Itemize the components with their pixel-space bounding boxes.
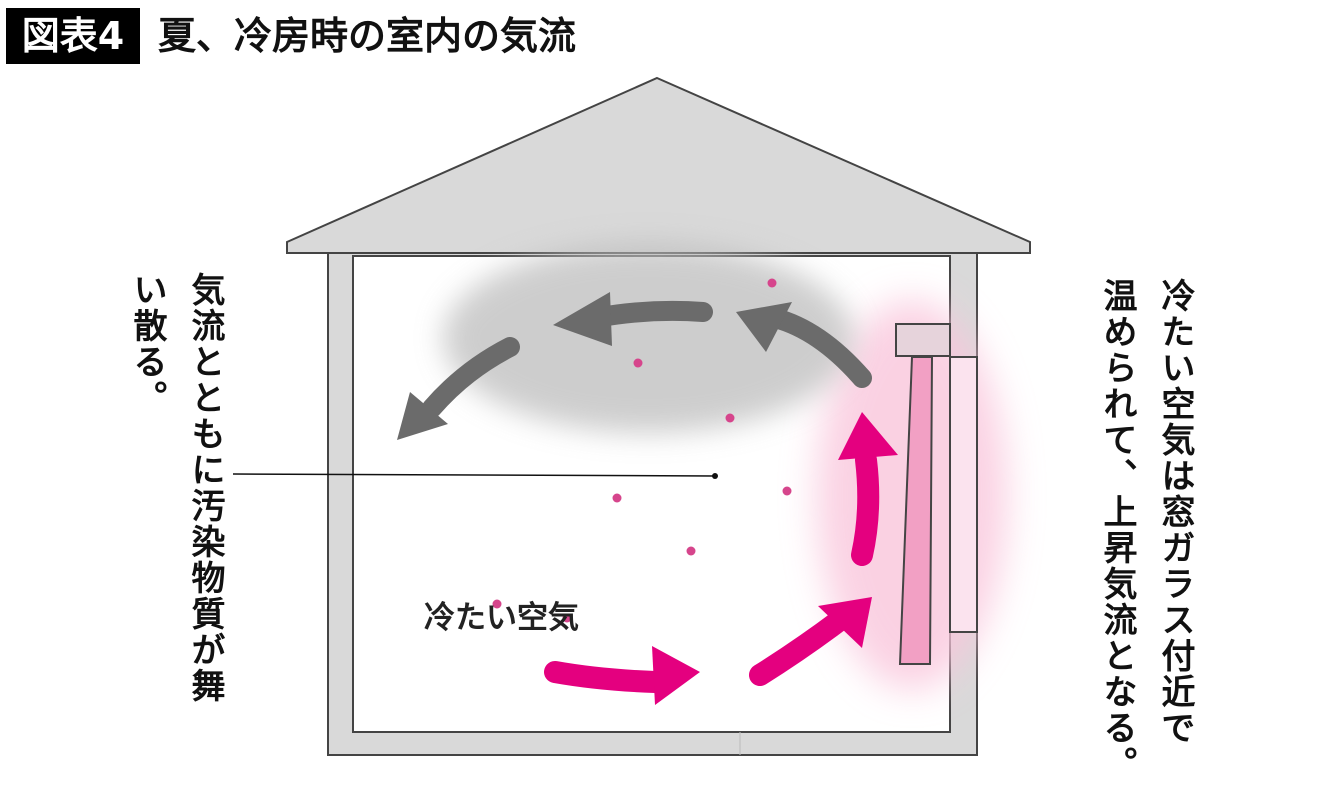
particle <box>492 599 502 609</box>
gray-arrowhead-3 <box>397 392 448 440</box>
leader-dot <box>712 473 718 479</box>
window-frame <box>949 356 978 633</box>
gray-arrow-2 <box>585 300 713 328</box>
pink-arrowheads <box>652 412 898 705</box>
pink-arrowhead-3 <box>838 412 898 460</box>
particle <box>562 613 572 623</box>
pink-arrowhead-2 <box>818 597 872 648</box>
gray-arrow-3 <box>422 337 520 418</box>
pink-arrow-1 <box>544 661 666 693</box>
pink-arrow-2 <box>749 609 851 686</box>
particle <box>782 486 792 496</box>
figure-title: 夏、冷房時の室内の気流 <box>158 14 577 58</box>
particle <box>767 278 777 288</box>
gray-arrow-1 <box>765 308 872 388</box>
particle <box>686 546 696 556</box>
gray-arrowheads <box>397 292 792 440</box>
figure-number-badge: 図表4 <box>6 8 140 64</box>
window-sill <box>895 323 951 357</box>
pink-arrowhead-1 <box>652 646 700 705</box>
right-note-line-1: 冷たい空気は窓ガラス付近で <box>1155 278 1195 746</box>
particle <box>725 413 735 423</box>
particle <box>612 493 622 503</box>
window-glass <box>898 356 934 665</box>
leader-line <box>232 473 716 477</box>
right-note-line-2: 温められて、上昇気流となる。 <box>1097 278 1137 782</box>
pollutant-particles <box>492 278 792 623</box>
gray-arrowhead-2 <box>553 292 612 346</box>
cold-air-label: 冷たい空気 <box>424 600 579 636</box>
roof <box>286 76 1031 254</box>
left-note-line-1: 気流とともに汚染物質が舞 <box>185 272 225 704</box>
pink-airflow-arrows <box>544 449 880 693</box>
left-note-line-2: い散る。 <box>127 272 167 416</box>
gray-arrowhead-1 <box>736 302 792 352</box>
pink-arrow-3 <box>851 449 880 566</box>
particle <box>633 358 643 368</box>
polluted-air-cloud <box>443 243 853 433</box>
